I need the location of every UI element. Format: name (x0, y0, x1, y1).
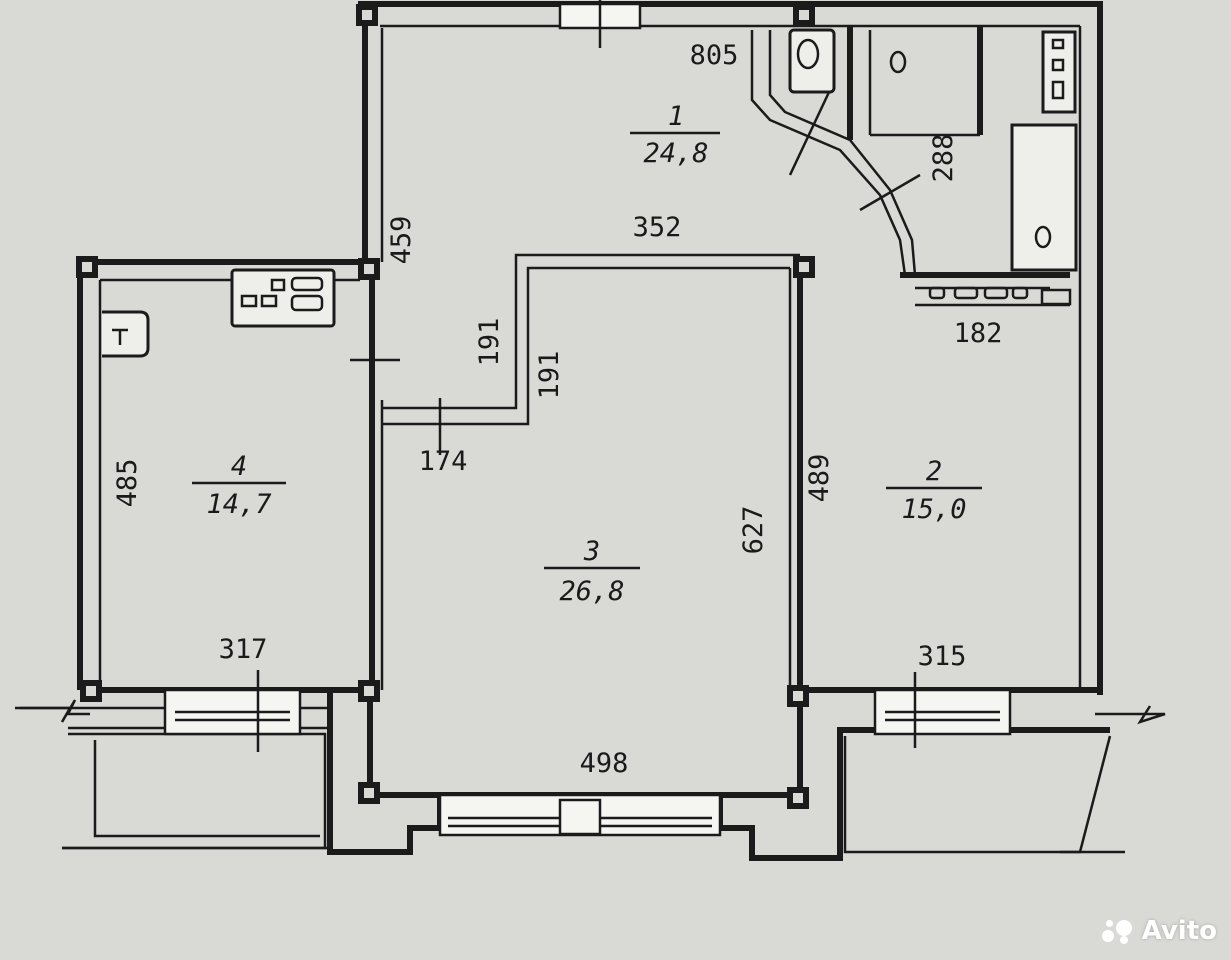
fixtures (102, 28, 1078, 358)
dim-805: 805 (690, 40, 739, 71)
dim-627: 627 (738, 506, 769, 555)
windows (163, 0, 1012, 837)
room-4-number: 4 (231, 451, 247, 482)
room-1-number: 1 (668, 101, 684, 132)
dim-182: 182 (954, 318, 1003, 349)
room-2-area: 15,0 (901, 494, 966, 525)
dim-191-left: 191 (474, 318, 505, 367)
columns (76, 4, 815, 809)
room-1-area: 24,8 (643, 138, 708, 169)
room-2-number: 2 (926, 456, 942, 487)
dim-317: 317 (219, 634, 268, 665)
room-3-area: 26,8 (559, 576, 624, 607)
dim-191-right: 191 (534, 351, 565, 400)
watermark: Avito (1101, 916, 1217, 946)
dim-315: 315 (918, 641, 967, 672)
dim-489: 489 (804, 454, 835, 503)
dim-352: 352 (633, 212, 682, 243)
watermark-text: Avito (1141, 916, 1217, 946)
dim-498: 498 (580, 748, 629, 779)
dim-174: 174 (419, 446, 468, 477)
room-3-number: 3 (583, 536, 600, 567)
dim-459: 459 (386, 216, 417, 265)
avito-logo-icon (1101, 918, 1136, 944)
room-4-area: 14,7 (206, 489, 271, 520)
dim-288: 288 (928, 134, 959, 183)
dimension-labels: 805 288 459 352 182 191 191 174 485 489 … (112, 40, 1002, 779)
room-labels: 1 24,8 2 15,0 3 26,8 4 14,7 (192, 101, 982, 607)
dim-485: 485 (112, 459, 143, 508)
